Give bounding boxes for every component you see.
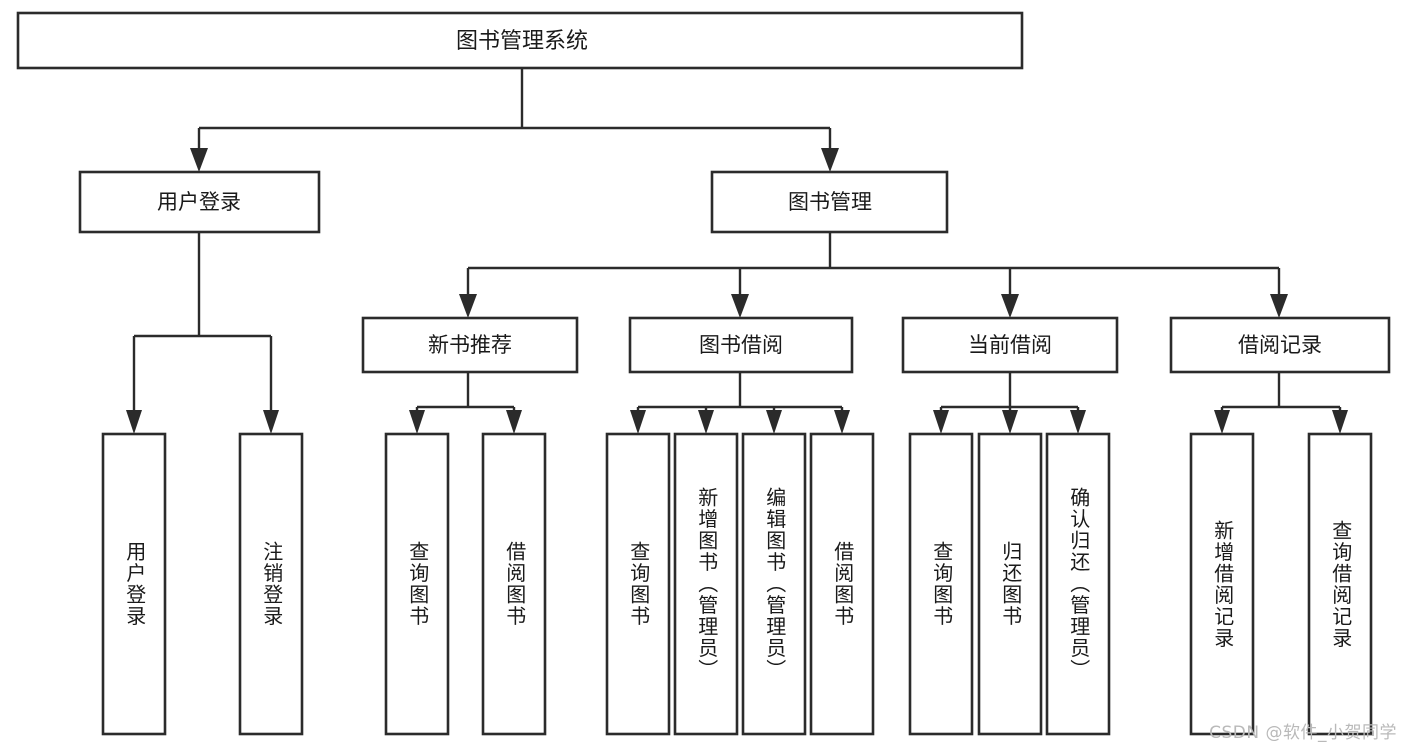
arrow-head-leaf-query-book-2 (630, 410, 646, 434)
node-leaf-logout-login-box[interactable] (238, 432, 304, 736)
connector-group-book-borrow (630, 372, 850, 434)
node-borrow-record-label: 借阅记录 (1238, 333, 1322, 357)
arrow-head-leaf-borrow-book-1 (506, 410, 522, 434)
node-leaf-borrow-book-1-box[interactable] (481, 432, 547, 736)
node-book-borrow-label: 图书借阅 (699, 333, 783, 357)
node-new-book-recommend[interactable]: 新书推荐 (361, 316, 579, 374)
node-borrow-record-box[interactable] (1169, 316, 1391, 374)
arrow-head-new-book-recommend (459, 294, 477, 318)
arrow-head-leaf-query-record (1332, 410, 1348, 434)
node-leaf-return-book-box[interactable] (977, 432, 1043, 736)
node-root-box[interactable] (16, 11, 1024, 70)
node-user-login-label: 用户登录 (157, 190, 241, 214)
arrow-head-leaf-add-record (1214, 410, 1230, 434)
node-book-management-box[interactable] (710, 170, 949, 234)
leaf-boxes (101, 432, 1373, 736)
node-user-login-box[interactable] (78, 170, 321, 234)
node-book-management-label: 图书管理 (788, 190, 872, 214)
node-book-management[interactable]: 图书管理 (710, 170, 949, 234)
node-current-borrow-label: 当前借阅 (968, 333, 1052, 357)
connector-group-user-login (126, 232, 279, 434)
node-borrow-record[interactable]: 借阅记录 (1169, 316, 1391, 374)
arrow-head-borrow-record (1270, 294, 1288, 318)
connector-group-book-management (459, 232, 1288, 318)
watermark-text: CSDN @软件_小贺同学 (1209, 723, 1397, 743)
node-root[interactable]: 图书管理系统 (16, 11, 1024, 70)
node-current-borrow-box[interactable] (901, 316, 1119, 374)
arrow-head-user-login (190, 148, 208, 172)
node-leaf-query-book-2-box[interactable] (605, 432, 671, 736)
node-new-book-recommend-box[interactable] (361, 316, 579, 374)
node-book-borrow-box[interactable] (628, 316, 854, 374)
arrow-head-leaf-add-book (698, 410, 714, 434)
arrow-head-leaf-edit-book (766, 410, 782, 434)
connector-group-new-book-recommend (409, 372, 522, 434)
node-new-book-recommend-label: 新书推荐 (428, 333, 512, 357)
arrow-head-leaf-query-book-1 (409, 410, 425, 434)
node-user-login[interactable]: 用户登录 (78, 170, 321, 234)
node-leaf-confirm-return-box[interactable] (1045, 432, 1111, 736)
node-leaf-borrow-book-2-box[interactable] (809, 432, 875, 736)
node-current-borrow[interactable]: 当前借阅 (901, 316, 1119, 374)
connector-group-root (190, 68, 839, 172)
node-leaf-query-book-1-box[interactable] (384, 432, 450, 736)
node-leaf-query-book-3-box[interactable] (908, 432, 974, 736)
node-leaf-add-book-box[interactable] (673, 432, 739, 736)
arrow-head-book-management (821, 148, 839, 172)
arrow-head-leaf-query-book-3 (933, 410, 949, 434)
node-leaf-edit-book-box[interactable] (741, 432, 807, 736)
arrow-head-leaf-borrow-book-2 (834, 410, 850, 434)
arrow-head-book-borrow (731, 294, 749, 318)
arrow-head-current-borrow (1001, 294, 1019, 318)
node-root-label: 图书管理系统 (456, 29, 588, 54)
node-leaf-query-record-box[interactable] (1307, 432, 1373, 736)
node-leaf-user-login-box[interactable] (101, 432, 167, 736)
arrow-head-leaf-logout-login (263, 410, 279, 434)
node-book-borrow[interactable]: 图书借阅 (628, 316, 854, 374)
arrow-head-leaf-confirm-return (1070, 410, 1086, 434)
connector-group-borrow-record (1214, 372, 1348, 434)
connector-group-current-borrow (933, 372, 1086, 434)
arrow-head-leaf-user-login (126, 410, 142, 434)
arrow-head-leaf-return-book (1002, 410, 1018, 434)
node-leaf-add-record-box[interactable] (1189, 432, 1255, 736)
